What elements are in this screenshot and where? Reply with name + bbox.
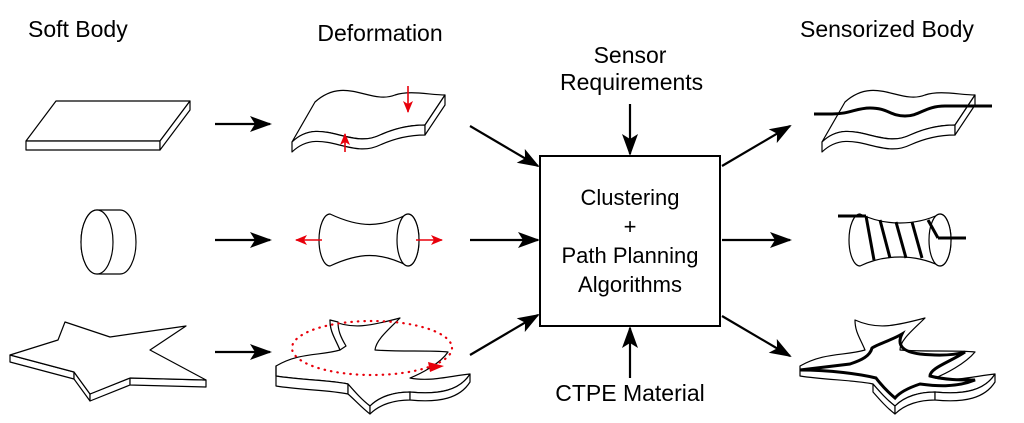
twist-arrowhead (428, 362, 444, 372)
heading-deformation: Deformation (317, 20, 443, 46)
sensor-requirements-line1: Sensor (593, 42, 667, 68)
algorithm-box (539, 155, 721, 327)
soft-body-slab (25, 100, 191, 151)
soft-body-cylinder (80, 209, 137, 275)
sensor-trace-cylinder-helix (838, 214, 966, 261)
arrow-box-to-sensorized-star (721, 315, 792, 358)
arrow-box-to-sensorized-slab (721, 124, 792, 167)
algorithm-box-label: Clustering + Path Planning Algorithms (540, 156, 720, 326)
sensorized-star (799, 317, 996, 415)
deformed-cylinder (318, 213, 420, 267)
algorithm-line-clustering: Clustering (580, 185, 680, 210)
heading-sensorized-body: Sensorized Body (800, 16, 974, 42)
heading-soft-body: Soft Body (28, 16, 128, 42)
sensor-requirements-line2: Requirements (560, 69, 704, 95)
algorithm-line-algorithms: Algorithms (578, 272, 682, 297)
deformed-star (275, 317, 471, 415)
ctpe-material-label: CTPE Material (555, 380, 705, 406)
sensor-requirements-label: Sensor Requirements (560, 42, 704, 96)
soft-body-star (9, 321, 207, 402)
twist-indicator-dotted-ellipse (290, 319, 454, 377)
sensorized-slab (821, 89, 976, 153)
sensor-trace-star (799, 330, 976, 401)
arrow-deformed-star-to-box (469, 313, 540, 356)
deformed-slab (291, 89, 446, 153)
sensor-trace-slab (814, 104, 992, 118)
algorithm-line-plus: + (623, 214, 637, 239)
algorithm-line-path-planning: Path Planning (561, 243, 699, 268)
arrow-deformed-slab-to-box (469, 125, 540, 168)
